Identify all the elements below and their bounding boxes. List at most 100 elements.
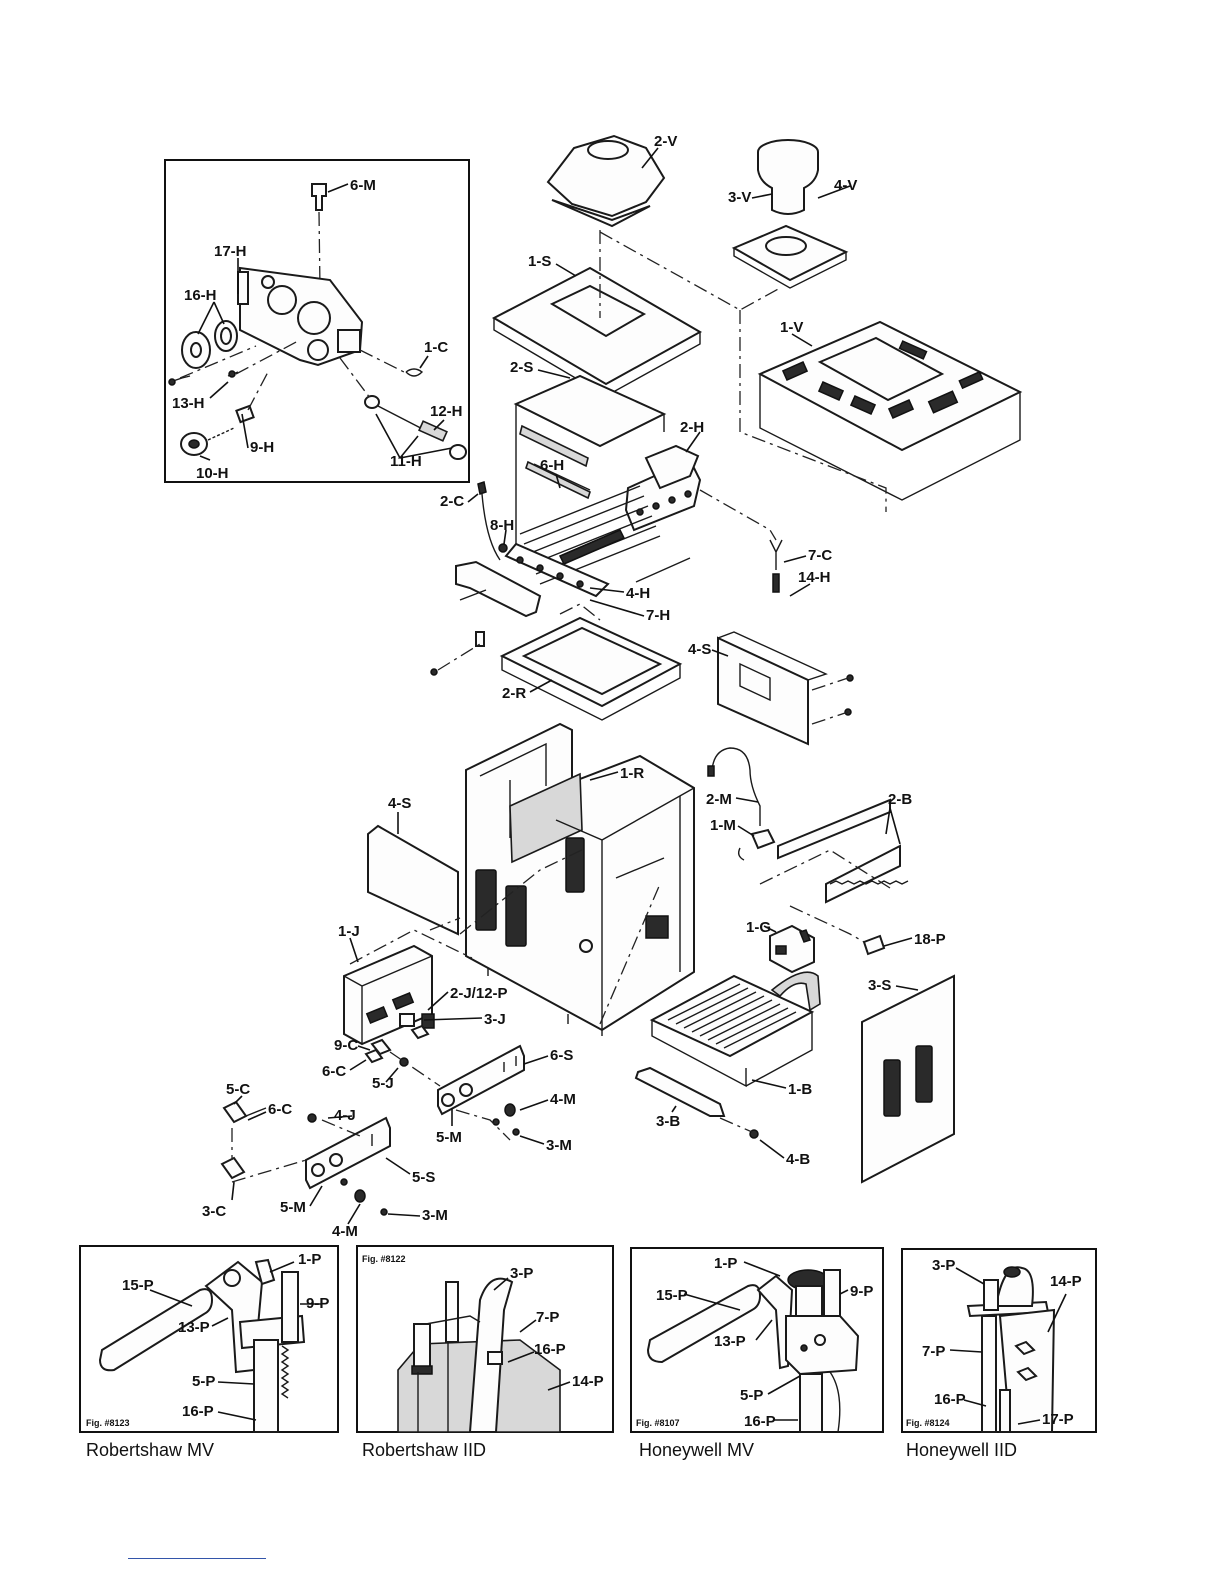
label-9h: 9-H [250, 439, 274, 456]
label-5m-upper: 5-M [436, 1129, 462, 1146]
label-2b: 2-B [888, 791, 912, 808]
label-13p: 13-P [714, 1333, 746, 1350]
gas-valve-1g [769, 924, 815, 974]
label-15p: 15-P [122, 1277, 154, 1294]
flue-top-1s [491, 266, 703, 397]
side-panel-4s-left [367, 824, 461, 936]
label-13h: 13-H [172, 395, 205, 412]
footer-rule [128, 1558, 266, 1559]
label-9p: 9-P [306, 1295, 329, 1312]
label-3m-upper: 3-M [546, 1137, 572, 1154]
caption-robertshaw-mv: Robertshaw MV [86, 1440, 215, 1460]
side-panel-4s-upper [717, 631, 854, 746]
label-7p: 7-P [922, 1343, 945, 1360]
control-panel-5s [231, 1116, 391, 1216]
inset-robertshaw-mv: Fig. #8123 1-P 15-P 9-P 13-P 5-P 16-P [79, 1245, 339, 1433]
leaders [197, 147, 919, 1225]
label-2h: 2-H [680, 419, 704, 436]
caption-honeywell-iid: Honeywell IID [906, 1440, 1018, 1460]
label-9c: 9-C [334, 1037, 358, 1054]
label-2j-12p: 2-J/12-P [450, 985, 508, 1002]
label-4v: 4-V [834, 177, 857, 194]
label-3b: 3-B [656, 1113, 680, 1130]
label-3v: 3-V [728, 189, 751, 206]
label-4m-lower: 4-M [332, 1223, 358, 1240]
gas-lines-2m-1m [707, 747, 776, 861]
flue-collector-2v [546, 134, 666, 228]
label-16h: 16-H [184, 287, 217, 304]
bracket-18p [789, 905, 886, 956]
label-3m-lower: 3-M [422, 1207, 448, 1224]
label-15p: 15-P [656, 1287, 688, 1304]
label-1c: 1-C [424, 339, 448, 356]
label-10h: 10-H [196, 465, 229, 482]
jacket-top-1v [757, 320, 1023, 501]
label-3j: 3-J [484, 1011, 506, 1028]
combustion-chamber-2r [499, 603, 683, 721]
header-detail-box [164, 159, 470, 483]
label-2s: 2-S [510, 359, 533, 376]
label-16p: 16-P [934, 1391, 966, 1408]
heat-exchanger [430, 374, 783, 676]
label-14h: 14-H [798, 569, 831, 586]
fig-number: Fig. #8123 [86, 1418, 130, 1428]
caption-honeywell-mv: Honeywell MV [639, 1440, 755, 1460]
label-4j: 4-J [334, 1107, 356, 1124]
label-6s: 6-S [550, 1047, 573, 1064]
label-2r: 2-R [502, 685, 526, 702]
label-5j: 5-J [372, 1075, 394, 1092]
label-1g: 1-G [746, 919, 771, 936]
inset-honeywell-mv: Fig. #8107 1-P 15-P 9-P 13-P 5-P 16-P [630, 1247, 884, 1433]
fig-number: Fig. #8122 [362, 1254, 406, 1264]
label-5c: 5-C [226, 1081, 250, 1098]
caption-robertshaw-iid: Robertshaw IID [362, 1440, 487, 1460]
label-6h: 6-H [540, 457, 564, 474]
label-3p: 3-P [510, 1265, 533, 1282]
label-13p: 13-P [178, 1319, 210, 1336]
label-16p: 16-P [534, 1341, 566, 1358]
label-12h: 12-H [430, 403, 463, 420]
label-5m-lower: 5-M [280, 1199, 306, 1216]
label-3p: 3-P [932, 1257, 955, 1274]
label-18p: 18-P [914, 931, 946, 948]
labels: 6-M 17-H 16-H 1-C 13-H 12-H 9-H 11-H 10-… [172, 133, 946, 1240]
label-2v: 2-V [654, 133, 677, 150]
label-4m-upper: 4-M [550, 1091, 576, 1108]
label-11h: 11-H [390, 453, 422, 470]
label-1v: 1-V [780, 319, 803, 336]
label-14p: 14-P [572, 1373, 604, 1390]
label-1p: 1-P [714, 1255, 737, 1272]
burner-assembly-1b [649, 971, 821, 1088]
label-6m: 6-M [350, 177, 376, 194]
manifold-3b [634, 1066, 759, 1139]
label-3c: 3-C [202, 1203, 226, 1220]
label-1s: 1-S [528, 253, 551, 270]
label-1m: 1-M [710, 817, 736, 834]
label-1b: 1-B [788, 1081, 812, 1098]
label-4s-upper: 4-S [688, 641, 711, 658]
fig-number: Fig. #8124 [906, 1418, 950, 1428]
label-3s: 3-S [868, 977, 891, 994]
inset-robertshaw-iid: Fig. #8122 3-P 7-P 16-P 14-P [356, 1245, 614, 1433]
label-17h: 17-H [214, 243, 247, 260]
label-4s-left: 4-S [388, 795, 411, 812]
label-2m: 2-M [706, 791, 732, 808]
label-1j: 1-J [338, 923, 360, 940]
label-9p: 9-P [850, 1283, 873, 1300]
inset-honeywell-iid: Fig. #8124 3-P 14-P 7-P 16-P 17-P [901, 1248, 1097, 1433]
label-6c-right: 6-C [322, 1063, 346, 1080]
label-5s: 5-S [412, 1169, 435, 1186]
label-6c-left: 6-C [268, 1101, 292, 1118]
label-7p: 7-P [536, 1309, 559, 1326]
label-8h: 8-H [490, 517, 514, 534]
label-1p: 1-P [298, 1251, 321, 1268]
label-16p: 16-P [744, 1413, 776, 1430]
burner-tray-2b [759, 798, 909, 904]
label-5p: 5-P [192, 1373, 215, 1390]
front-panel-3s [861, 974, 955, 1184]
label-17p: 17-P [1042, 1411, 1074, 1428]
label-7c: 7-C [808, 547, 832, 564]
control-panel-6s [437, 1044, 525, 1141]
label-16p: 16-P [182, 1403, 214, 1420]
